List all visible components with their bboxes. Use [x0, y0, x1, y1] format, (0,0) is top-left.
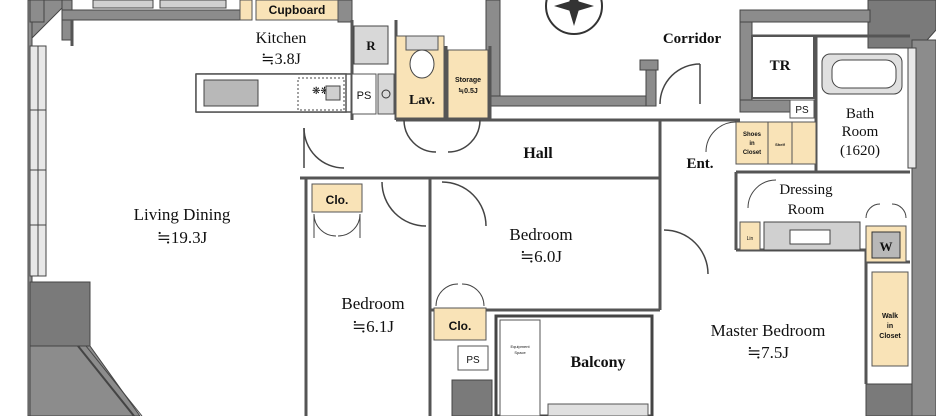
svg-text:Lav.: Lav.: [409, 93, 435, 108]
bedroom-2-label: Bedroom: [341, 294, 404, 313]
master-bedroom-area: ≒7.5J: [747, 343, 789, 362]
balcony-area: Equipment Space Balcony: [451, 314, 654, 416]
pipe-space-bedroom: PS: [457, 345, 489, 371]
exterior-walls: [27, 0, 936, 416]
svg-text:Storage: Storage: [455, 77, 481, 84]
bedroom-2-area: ≒6.1J: [352, 317, 394, 336]
kitchen-counter: ❋❋: [195, 73, 347, 113]
master-bedroom-label: Master Bedroom: [711, 321, 826, 340]
closet-2: Clo.: [433, 283, 487, 341]
storage: Storage ≒0.5J: [447, 49, 489, 119]
dressing-room: Dressing Room Lin: [739, 179, 861, 251]
hall-label: Hall: [523, 145, 553, 162]
entrance: Ent.: [686, 121, 737, 172]
svg-text:Clo.: Clo.: [326, 193, 349, 207]
svg-text:Dressing: Dressing: [779, 182, 833, 198]
svg-text:in: in: [749, 141, 755, 147]
svg-text:Closet: Closet: [743, 150, 761, 156]
svg-text:PS: PS: [357, 90, 372, 102]
svg-text:Lin: Lin: [747, 236, 754, 242]
refrigerator: R: [353, 25, 389, 65]
svg-text:Bath: Bath: [846, 106, 875, 122]
cupboard: Cupboard: [239, 0, 339, 21]
svg-text:Balcony: Balcony: [570, 354, 625, 371]
svg-text:W: W: [880, 239, 893, 254]
svg-text:Room: Room: [788, 202, 825, 218]
corridor-label: Corridor: [663, 31, 722, 47]
svg-text:(1620): (1620): [840, 143, 880, 159]
svg-text:Closet: Closet: [879, 333, 901, 340]
lavatory: Lav.: [395, 35, 445, 119]
compass-icon: [545, 0, 603, 35]
svg-text:Space: Space: [514, 350, 526, 355]
pipe-space-bath: PS: [789, 99, 815, 119]
room-labels: Kitchen ≒3.8J Corridor Hall Living Dinin…: [134, 30, 826, 362]
svg-text:R: R: [366, 38, 376, 53]
kitchen-label: Kitchen: [256, 30, 307, 47]
svg-text:≒0.5J: ≒0.5J: [458, 88, 478, 95]
svg-text:Shoes: Shoes: [743, 132, 762, 138]
svg-text:TR: TR: [770, 58, 791, 74]
walk-in-closet: Walk in Closet: [871, 271, 909, 367]
closet-1: Clo.: [311, 183, 363, 238]
svg-text:Ent.: Ent.: [686, 156, 713, 172]
svg-text:Equipment: Equipment: [510, 344, 530, 349]
svg-text:Room: Room: [842, 124, 879, 140]
svg-text:Cupboard: Cupboard: [269, 3, 326, 17]
washer: W: [865, 203, 907, 263]
svg-text:Shelf: Shelf: [775, 142, 785, 147]
svg-text:in: in: [887, 323, 893, 330]
svg-text:Walk: Walk: [882, 313, 898, 320]
kitchen-area: ≒3.8J: [261, 51, 301, 68]
svg-text:❋❋: ❋❋: [312, 86, 329, 97]
shoes-closet: Shoes in Closet Shelf: [735, 121, 817, 165]
bedroom-1-area: ≒6.0J: [520, 247, 562, 266]
svg-text:Clo.: Clo.: [449, 319, 472, 333]
bedroom-1-label: Bedroom: [509, 225, 572, 244]
bath-room: Bath Room (1620): [821, 53, 903, 159]
living-doors: [303, 119, 709, 275]
toilet-room: TR: [751, 35, 815, 99]
svg-text:PS: PS: [466, 355, 480, 366]
living-dining-label: Living Dining: [134, 205, 231, 224]
pipe-space-kitchen: PS: [351, 73, 395, 115]
svg-text:PS: PS: [795, 105, 809, 116]
living-dining-area: ≒19.3J: [157, 228, 208, 247]
corridor-door: [659, 63, 701, 105]
